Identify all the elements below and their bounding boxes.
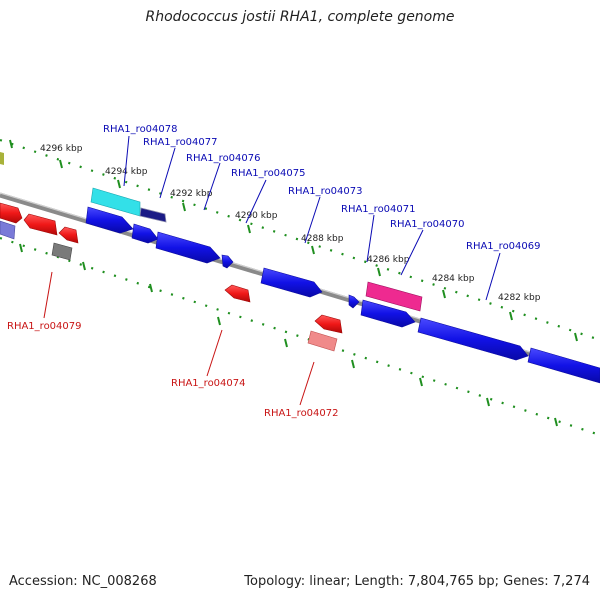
label-RHA1_ro04070[interactable]: RHA1_ro04070 bbox=[390, 219, 465, 230]
label-RHA1_ro04077[interactable]: RHA1_ro04077 bbox=[143, 137, 218, 148]
gene-RHA1_ro04077b bbox=[131, 223, 159, 244]
label-RHA1_ro04075[interactable]: RHA1_ro04075 bbox=[231, 168, 306, 179]
gene-RHA1_ro04075 bbox=[221, 254, 234, 269]
accession-text: Accession: NC_008268 bbox=[9, 574, 157, 589]
gene-small-forward bbox=[348, 294, 360, 309]
scale-label-4294: 4294 kbp bbox=[105, 167, 148, 177]
gene-right-forward bbox=[527, 347, 600, 384]
gene-RHA1_ro04070 bbox=[360, 299, 416, 328]
label-RHA1_ro04076[interactable]: RHA1_ro04076 bbox=[186, 153, 261, 164]
scale-label-4296: 4296 kbp bbox=[40, 144, 83, 154]
forward-label-leaders bbox=[123, 135, 501, 301]
scale-label-4282: 4282 kbp bbox=[498, 293, 541, 303]
gene-RHA1_ro04072 bbox=[307, 330, 338, 352]
label-RHA1_ro04071[interactable]: RHA1_ro04071 bbox=[341, 204, 416, 215]
label-RHA1_ro04074[interactable]: RHA1_ro04074 bbox=[171, 378, 246, 389]
gene-RHA1_ro04077 bbox=[139, 207, 167, 223]
scale-line-lower bbox=[0, 236, 600, 437]
scale-label-4290: 4290 kbp bbox=[235, 211, 278, 221]
scale-ticks-upper bbox=[9, 139, 578, 342]
reverse-label-leaders bbox=[43, 271, 315, 406]
label-RHA1_ro04069[interactable]: RHA1_ro04069 bbox=[466, 241, 541, 252]
map-title: Rhodococcus jostii RHA1, complete genome bbox=[145, 9, 455, 25]
scale-ticks-lower bbox=[19, 243, 558, 427]
scale-label-4288: 4288 kbp bbox=[301, 234, 344, 244]
genome-metadata-text: Topology: linear; Length: 7,804,765 bp; … bbox=[244, 574, 590, 589]
gene-RHA1_ro04074 bbox=[224, 284, 251, 303]
gene-left-reverse-lilac bbox=[0, 220, 16, 240]
gene-RHA1_ro04073 bbox=[260, 267, 323, 298]
scale-label-4286: 4286 kbp bbox=[367, 255, 410, 265]
gene-reverse-red-a bbox=[23, 213, 58, 236]
gene-RHA1_ro04071 bbox=[365, 281, 423, 312]
label-RHA1_ro04079[interactable]: RHA1_ro04079 bbox=[7, 321, 82, 332]
label-RHA1_ro04073[interactable]: RHA1_ro04073 bbox=[288, 186, 363, 197]
gene-RHA1_ro04076 bbox=[155, 231, 221, 264]
scale-label-4292: 4292 kbp bbox=[170, 189, 213, 199]
gene-RHA1_ro04078b bbox=[85, 206, 134, 234]
gene-fragment-olive bbox=[0, 152, 4, 165]
label-RHA1_ro04072[interactable]: RHA1_ro04072 bbox=[264, 408, 339, 419]
gene-RHA1_ro04079 bbox=[51, 242, 73, 261]
gene-left-reverse-red bbox=[0, 202, 23, 224]
label-RHA1_ro04078[interactable]: RHA1_ro04078 bbox=[103, 124, 178, 135]
gene-reverse-red-c bbox=[314, 314, 343, 334]
gene-reverse-red-b bbox=[58, 226, 79, 244]
gene-RHA1_ro04069 bbox=[417, 317, 529, 361]
scale-label-4284: 4284 kbp bbox=[432, 274, 475, 284]
